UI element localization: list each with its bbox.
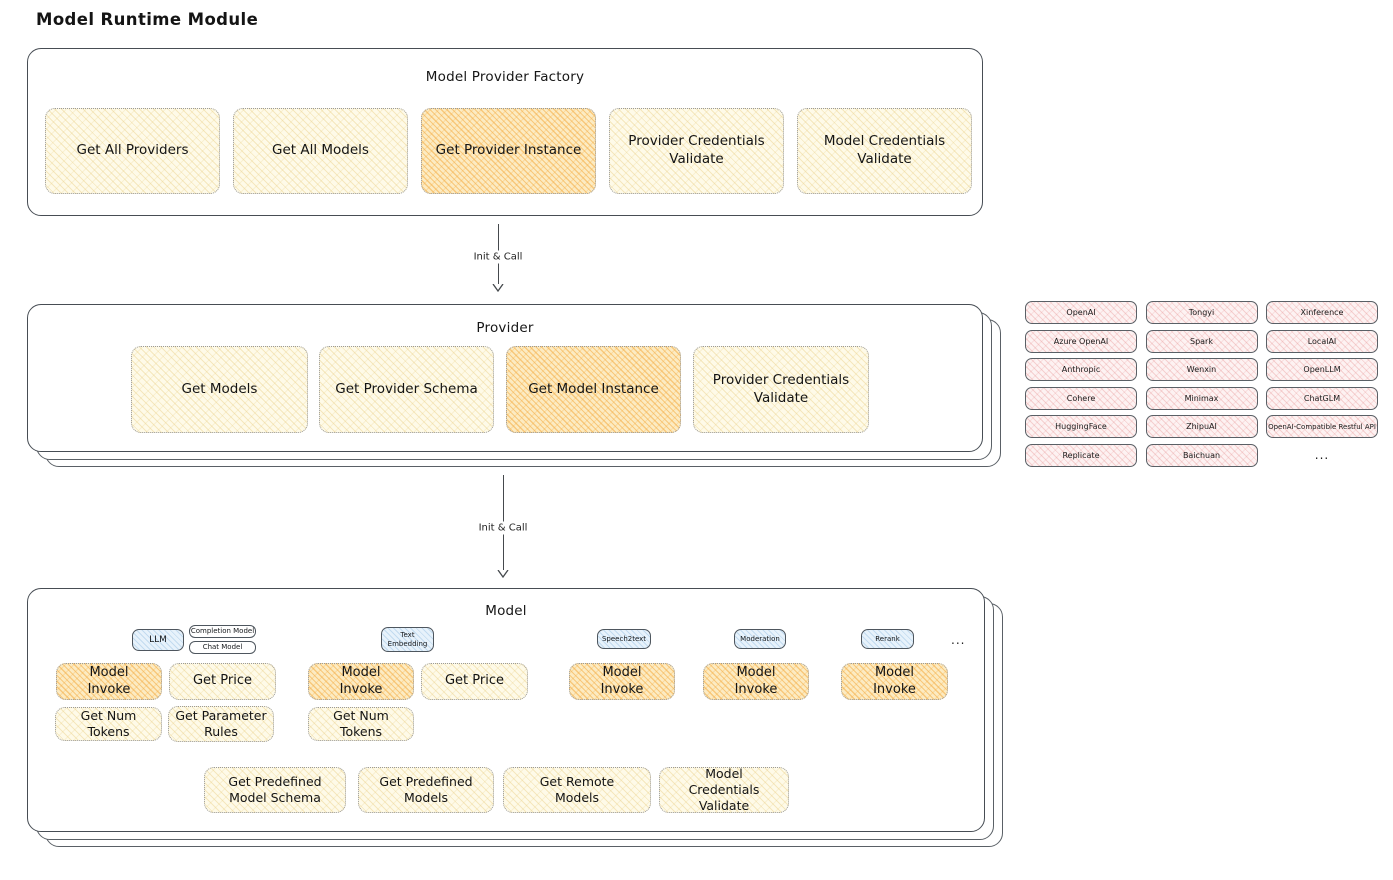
button-provider-credentials-validate: Provider Credentials Validate: [609, 108, 784, 194]
provider-cell-tongyi: Tongyi: [1145, 301, 1258, 324]
button-get-all-providers: Get All Providers: [45, 108, 220, 194]
button-get-predefined-models: Get Predefined Models: [358, 767, 494, 813]
arrow-provider-to-model: Init & Call: [472, 475, 534, 578]
tag-completion-model: Completion Model: [189, 625, 256, 638]
factory-box: Model Provider Factory Get All Providers…: [27, 48, 983, 216]
provider-cell-huggingface: HuggingFace: [1025, 415, 1137, 438]
button-embedding-model-invoke: Model Invoke: [308, 663, 414, 700]
button-get-parameter-rules: Get Parameter Rules: [168, 706, 274, 742]
button-provider-credentials-validate-2: Provider Credentials Validate: [693, 346, 869, 433]
provider-cell-chatglm: ChatGLM: [1266, 386, 1378, 410]
model-box: Model LLM Completion Model Chat Model Te…: [27, 588, 985, 832]
button-llm-model-invoke: Model Invoke: [56, 663, 162, 700]
button-llm-get-price: Get Price: [169, 663, 276, 700]
provider-cell-openllm: OpenLLM: [1266, 358, 1378, 381]
arrow-label: Init & Call: [472, 521, 534, 535]
button-embedding-get-num-tokens: Get Num Tokens: [308, 707, 414, 741]
provider-cell-azure-openai: Azure OpenAI: [1025, 329, 1137, 353]
arrow-head-icon: [492, 284, 504, 292]
provider-cell-xinference: Xinference: [1266, 301, 1378, 324]
provider-box: Provider Get Models Get Provider Schema …: [27, 304, 983, 452]
button-get-predefined-model-schema: Get Predefined Model Schema: [204, 767, 346, 813]
button-llm-get-num-tokens: Get Num Tokens: [55, 707, 162, 741]
tag-rerank: Rerank: [861, 629, 914, 649]
button-get-provider-schema: Get Provider Schema: [319, 346, 494, 433]
model-title: Model: [485, 603, 527, 619]
button-model-credentials-validate: Model Credentials Validate: [797, 108, 972, 194]
button-get-models: Get Models: [131, 346, 308, 433]
arrow-label: Init & Call: [467, 250, 529, 264]
button-get-all-models: Get All Models: [233, 108, 408, 194]
button-model-credentials-validate-2: Model Credentials Validate: [659, 766, 789, 813]
provider-cell-wenxin: Wenxin: [1145, 358, 1258, 381]
button-moderation-model-invoke: Model Invoke: [703, 663, 809, 700]
provider-cell-replicate: Replicate: [1025, 443, 1137, 467]
provider-implementations-grid: OpenAI Tongyi Xinference Azure OpenAI Sp…: [1025, 301, 1378, 467]
provider-cell-openai-compatible: OpenAI-Compatible Restful API: [1266, 415, 1378, 438]
button-rerank-model-invoke: Model Invoke: [841, 663, 948, 700]
arrow-factory-to-provider: Init & Call: [467, 224, 529, 292]
provider-cell-spark: Spark: [1145, 329, 1258, 353]
provider-title: Provider: [476, 320, 534, 336]
tag-speech2text: Speech2text: [597, 629, 651, 649]
tag-text-embedding: Text Embedding: [381, 627, 434, 652]
button-get-model-instance: Get Model Instance: [506, 346, 681, 433]
provider-cell-minimax: Minimax: [1145, 386, 1258, 410]
page-title: Model Runtime Module: [36, 10, 259, 29]
tag-moderation: Moderation: [734, 629, 786, 649]
tag-llm: LLM: [132, 629, 184, 651]
button-get-provider-instance: Get Provider Instance: [421, 108, 596, 194]
arrow-head-icon: [497, 570, 509, 578]
button-get-remote-models: Get Remote Models: [503, 767, 651, 813]
provider-cell-zhipuai: ZhipuAI: [1145, 415, 1258, 438]
provider-cell-anthropic: Anthropic: [1025, 358, 1137, 381]
factory-title: Model Provider Factory: [425, 69, 585, 85]
tags-more-label: ...: [951, 633, 966, 647]
tag-chat-model: Chat Model: [189, 641, 256, 654]
provider-cell-baichuan: Baichuan: [1145, 443, 1258, 467]
button-speech2text-model-invoke: Model Invoke: [569, 663, 675, 700]
provider-cell-more: ...: [1314, 448, 1330, 462]
button-embedding-get-price: Get Price: [421, 663, 528, 700]
provider-cell-cohere: Cohere: [1025, 386, 1137, 410]
provider-cell-localai: LocalAI: [1266, 329, 1378, 353]
provider-cell-openai: OpenAI: [1025, 301, 1137, 324]
